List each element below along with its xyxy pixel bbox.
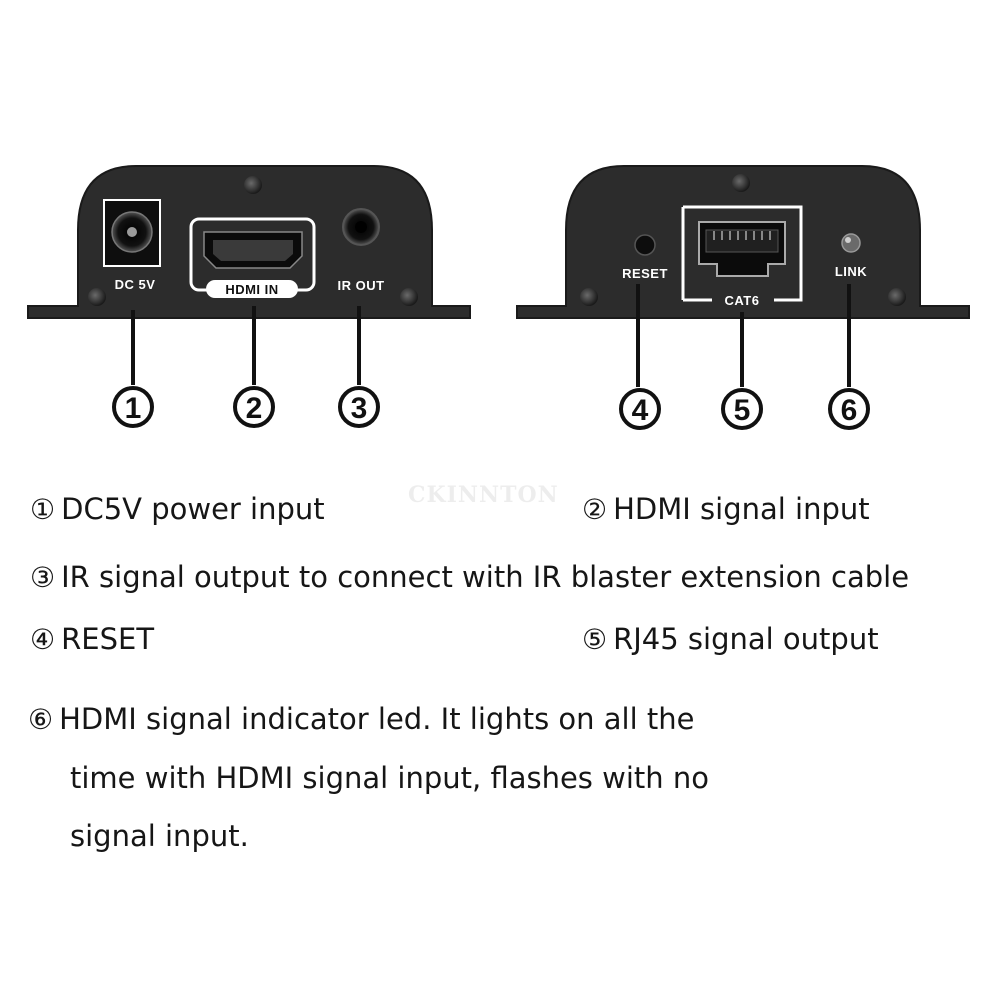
dc-power-jack [103, 199, 161, 267]
reset-button-hole [634, 234, 656, 256]
screw-icon [88, 288, 106, 306]
legend-text-6-line-3: signal input. [70, 819, 249, 853]
legend-text-6-line-2: time with HDMI signal input, flashes wit… [70, 761, 710, 795]
dc-port-label: DC 5V [115, 277, 156, 292]
cat6-label: CAT6 [725, 293, 760, 308]
callout-6: 6 [841, 394, 858, 427]
legend-num-3: ③ [30, 561, 56, 594]
reset-label: RESET [622, 266, 668, 281]
hdmi-in-label: HDMI IN [225, 282, 278, 297]
legend-text-6-line-1: HDMI signal indicator led. It lights on … [59, 702, 695, 736]
watermark: CKINNTON [408, 482, 559, 508]
legend-num-4: ④ [30, 623, 56, 656]
hdmi-input-port [189, 217, 316, 298]
legend-num-2: ② [582, 493, 608, 526]
link-label: LINK [835, 264, 867, 279]
link-led-icon [841, 233, 861, 253]
callout-3: 3 [351, 392, 368, 425]
legend-text-5: RJ45 signal output [613, 622, 879, 656]
legend-text-3: IR signal output to connect with IR blas… [61, 560, 910, 594]
legend-num-6: ⑥ [28, 703, 54, 736]
screw-icon [580, 288, 598, 306]
screw-icon [244, 176, 262, 194]
rj45-port [681, 205, 803, 302]
legend-num-1: ① [30, 493, 56, 526]
legend-text-1: DC5V power input [61, 492, 325, 526]
legend-num-5: ⑤ [582, 623, 608, 656]
screw-icon [732, 174, 750, 192]
ir-out-label: IR OUT [337, 278, 384, 293]
callout-5: 5 [734, 394, 751, 427]
callout-2: 2 [246, 392, 263, 425]
legend-text-4: RESET [61, 622, 155, 656]
callout-1: 1 [125, 392, 142, 425]
legend-text-2: HDMI signal input [613, 492, 870, 526]
screw-icon [400, 288, 418, 306]
callout-4: 4 [632, 394, 649, 427]
screw-icon [888, 288, 906, 306]
receiver-panel: RESET CAT6 LINK 4 5 [516, 165, 970, 430]
transmitter-panel: DC 5V HDMI IN IR OUT 1 2 3 [27, 165, 471, 428]
device-diagram: DC 5V HDMI IN IR OUT 1 2 3 [27, 165, 970, 430]
ir-out-jack [342, 208, 380, 246]
